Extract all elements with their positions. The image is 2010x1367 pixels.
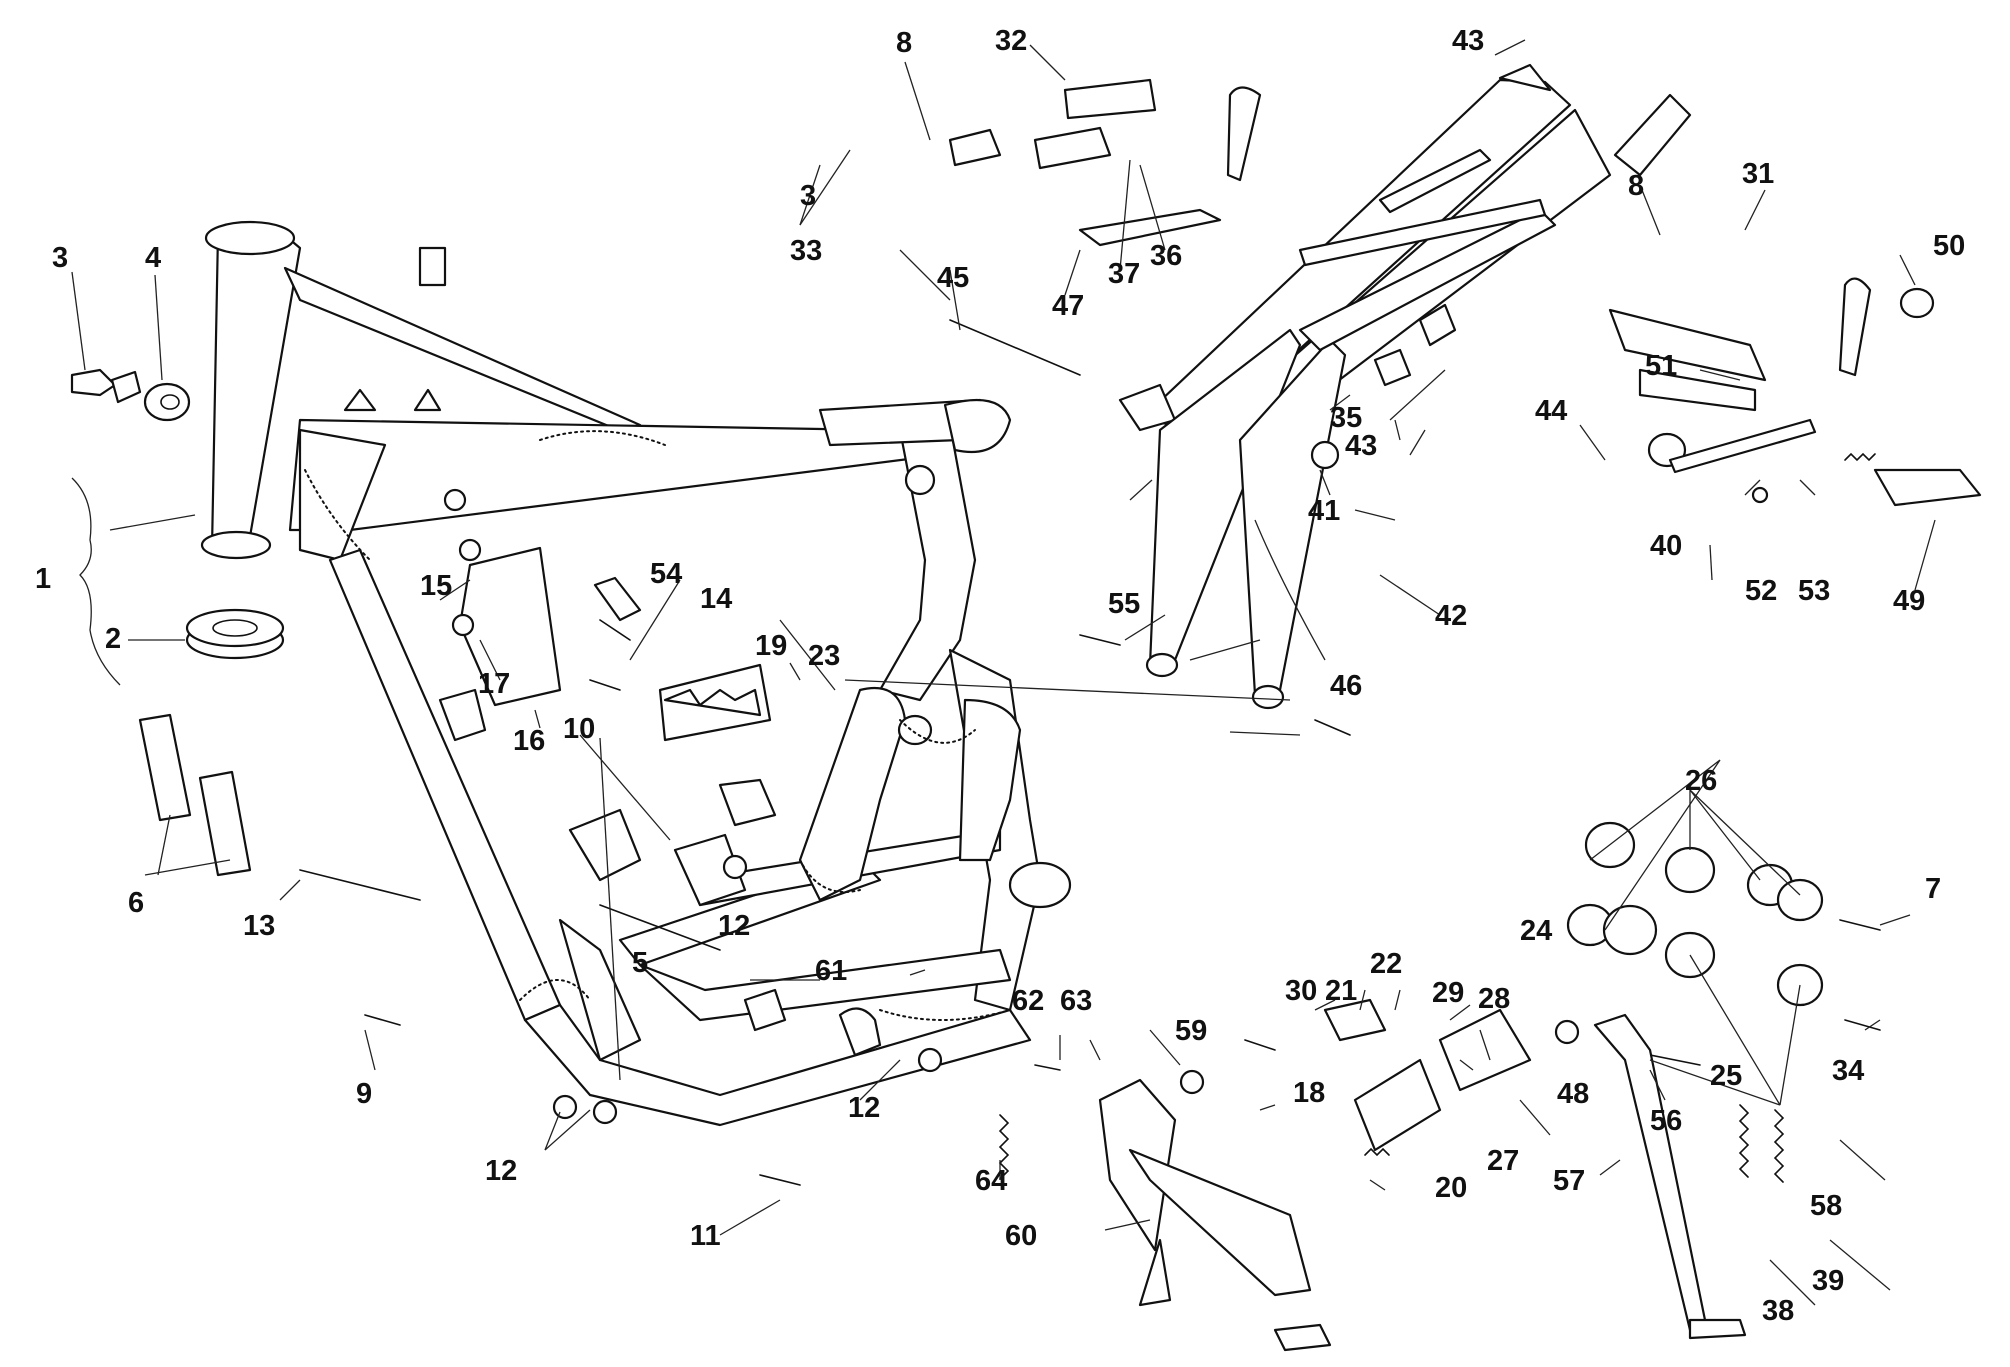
callout-24: 24 [1520,915,1552,947]
callout-43a: 43 [1452,25,1484,57]
callout-30: 30 [1285,975,1317,1007]
callout-9: 9 [356,1078,372,1110]
callout-31: 31 [1742,158,1774,190]
callout-12c: 12 [485,1155,517,1187]
callout-33: 33 [790,235,822,267]
callout-28: 28 [1478,983,1510,1015]
callout-13: 13 [243,910,275,942]
hardware-nuts [451,440,1769,1125]
main-frame [200,220,1072,1127]
callout-17: 17 [478,668,510,700]
callout-63: 63 [1060,985,1092,1017]
callout-11: 11 [690,1220,721,1252]
callout-26: 26 [1685,765,1717,797]
callout-58: 58 [1810,1190,1842,1222]
engine-mount-plates [458,546,777,907]
callout-18: 18 [1293,1077,1325,1109]
callout-53: 53 [1798,575,1830,607]
callout-47: 47 [1052,290,1084,322]
callout-32: 32 [995,25,1027,57]
callout-10: 10 [563,713,595,745]
callout-46: 46 [1330,670,1362,702]
springs [998,452,1876,1183]
callout-35: 35 [1330,402,1362,434]
callout-6: 6 [128,887,144,919]
callout-59: 59 [1175,1015,1207,1047]
callout-40: 40 [1650,530,1682,562]
callout-3a: 3 [52,242,68,274]
frame-pads [138,713,252,877]
callout-52: 52 [1745,575,1777,607]
callout-27: 27 [1487,1145,1519,1177]
callout-5: 5 [632,947,648,979]
rear-footpeg-assembly [948,78,1982,507]
leader-lines [71,39,1936,1306]
callout-labels: 1 2 3 3 4 5 6 7 8 8 9 10 11 12 12 12 13 … [35,25,1965,1327]
callout-60: 60 [1005,1220,1037,1252]
callout-39: 39 [1812,1265,1844,1297]
callout-1: 1 [35,563,51,595]
right-footpeg [1323,998,1532,1152]
callout-14: 14 [700,583,732,615]
callout-44: 44 [1535,395,1567,427]
callout-54: 54 [650,558,682,590]
callout-29: 29 [1432,977,1464,1009]
callout-23: 23 [808,640,840,672]
callout-8b: 8 [1628,170,1644,202]
callout-4: 4 [145,242,161,274]
callout-19: 19 [755,630,787,662]
steering-bearing [185,608,285,660]
callout-50: 50 [1933,230,1965,262]
callout-49: 49 [1893,585,1925,617]
callout-45: 45 [937,262,969,294]
callout-16: 16 [513,725,545,757]
callout-20: 20 [1435,1172,1467,1204]
pivot-spacers [1566,821,1824,1007]
callout-34: 34 [1832,1055,1864,1087]
callout-36: 36 [1150,240,1182,272]
callout-51: 51 [1645,350,1677,382]
callout-22: 22 [1370,948,1402,980]
callout-56: 56 [1650,1105,1682,1137]
callout-62: 62 [1012,985,1044,1017]
rear-subframe [1118,63,1692,710]
callout-8a: 8 [896,27,912,59]
callout-64: 64 [975,1165,1007,1197]
callout-43b: 43 [1345,430,1377,462]
bolts [299,319,1881,1186]
callout-3b: 3 [800,180,816,212]
footpeg-left-front [658,663,772,742]
callout-25: 25 [1710,1060,1742,1092]
callout-57: 57 [1553,1165,1585,1197]
callout-48: 48 [1557,1078,1589,1110]
side-stand [1593,1013,1747,1340]
lock-assembly [70,368,191,422]
center-stand [1098,1078,1332,1352]
callout-41: 41 [1308,495,1340,527]
callout-7: 7 [1925,873,1941,905]
callout-21: 21 [1325,975,1357,1007]
callout-55: 55 [1108,588,1140,620]
callout-12b: 12 [848,1092,880,1124]
callout-37: 37 [1108,258,1140,290]
callout-2: 2 [105,623,121,655]
callout-15: 15 [420,570,452,602]
callout-38: 38 [1762,1295,1794,1327]
callout-12a: 12 [718,910,750,942]
callout-61: 61 [815,955,847,987]
callout-42: 42 [1435,600,1467,632]
